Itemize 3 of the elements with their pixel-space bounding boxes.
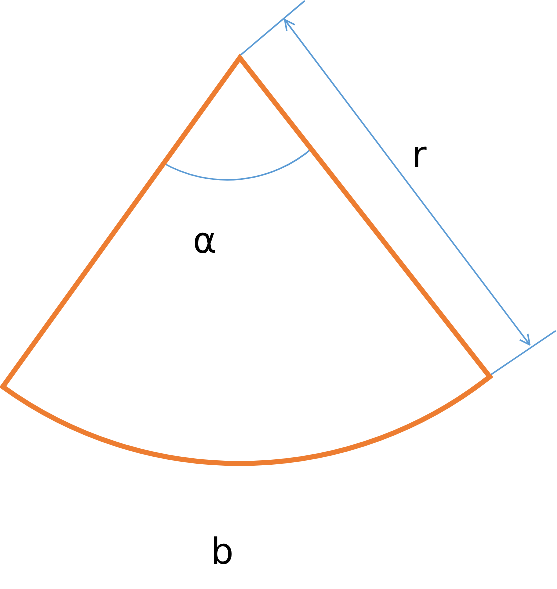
radius-label: r	[412, 136, 427, 176]
arc-length-label: b	[211, 533, 234, 573]
angle-label: α	[193, 222, 217, 262]
